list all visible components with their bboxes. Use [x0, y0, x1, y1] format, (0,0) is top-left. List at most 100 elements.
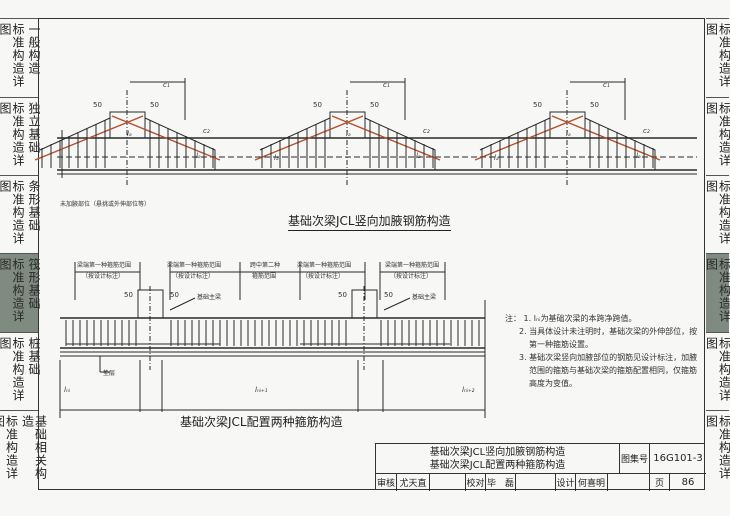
- tab-label: 标准构造详图: [0, 180, 25, 245]
- tab-category: 桩基础: [27, 337, 41, 376]
- notes-lead: 注：: [505, 314, 521, 323]
- dim-50: 50: [384, 291, 393, 299]
- haunch-outline: [259, 117, 331, 151]
- dim-50: 50: [338, 291, 347, 299]
- dim-c1: c₁: [603, 81, 610, 89]
- tab-label: 标准构造详图: [0, 258, 25, 323]
- dim-c2: c₂: [423, 127, 430, 135]
- dim-50: 50: [170, 291, 179, 299]
- right-tab[interactable]: 标准构造详图: [705, 253, 730, 332]
- tab-label: 标准构造详图: [0, 102, 25, 167]
- dim-50: 50: [370, 101, 379, 109]
- zone-end-label: 梁端第一种箍筋范围: [385, 261, 439, 269]
- haunch-rebar: [254, 115, 364, 161]
- left-tab[interactable]: 标准构造详图桩基础: [0, 332, 41, 410]
- tab-label: 标准构造详图: [704, 23, 730, 88]
- zone-end-note: （按设计标注）: [172, 272, 214, 280]
- reviewer: 尤天直: [396, 474, 429, 491]
- atlas-label: 图集号: [619, 444, 649, 473]
- reviewer-signature: [429, 474, 465, 491]
- dim-50: 50: [150, 101, 159, 109]
- tab-category: 基础相关构造: [20, 415, 48, 480]
- designer: 何喜明: [575, 474, 607, 491]
- dim-la: lₐ: [196, 152, 201, 160]
- dim-50: 50: [124, 291, 133, 299]
- dim-la: lₐ: [494, 154, 499, 162]
- dim-50: 50: [533, 101, 542, 109]
- dim-la: lₐ: [566, 130, 571, 138]
- right-tab[interactable]: 标准构造详图: [704, 332, 730, 410]
- drawing1-caption: 基础次梁JCL竖向加腋钢筋构造: [288, 212, 451, 231]
- drawing-labels: 未加腋部位（悬挑或外伸部位等） 50 50 50 50 50 50 c₁ c₁ …: [60, 81, 650, 394]
- span-label: lₙᵢ₊₁: [255, 386, 268, 394]
- haunch-rebar: [34, 115, 144, 161]
- zone-end-label: 梁端第一种箍筋范围: [167, 261, 221, 269]
- left-tab[interactable]: 标准构造详图基础相关构造: [0, 410, 48, 488]
- zone-end-note: （按设计标注）: [82, 272, 124, 280]
- dim-c1: c₁: [163, 81, 170, 89]
- dim-c2: c₂: [643, 127, 650, 135]
- haunch-rebar: [551, 115, 661, 161]
- dim-la: lₐ: [346, 130, 351, 138]
- signature-row: 审核 尤天直 校对 毕 磊 设计 何喜明 页 86: [376, 473, 706, 491]
- left-tab[interactable]: 标准构造详图筏形基础: [0, 253, 41, 332]
- dim-50: 50: [93, 101, 102, 109]
- right-tab[interactable]: 标准构造详图: [704, 97, 730, 175]
- tab-category: 独立基础: [27, 102, 41, 154]
- dim-50: 50: [590, 101, 599, 109]
- zone-end-note: （按设计标注）: [390, 272, 432, 280]
- tab-label: 标准构造详图: [704, 337, 730, 402]
- main-beam-label: 基础主梁: [412, 293, 436, 301]
- tab-label: 标准构造详图: [0, 415, 19, 480]
- left-tab[interactable]: 标准构造详图一般构造: [0, 18, 41, 97]
- page-number: 86: [669, 474, 706, 491]
- haunch-outline: [39, 117, 111, 151]
- dim-la: lₐ: [416, 152, 421, 160]
- note-item: 3. 基础次梁竖向加腋部位的钢筋见设计标注，加腋范围的箍筋与基础次梁的箍筋配置相…: [519, 353, 698, 388]
- dim-50: 50: [313, 101, 322, 109]
- drawing-stirrups: [59, 262, 486, 418]
- drawing-frame: [38, 18, 705, 490]
- checker-signature: [515, 474, 555, 491]
- checker: 毕 磊: [485, 474, 515, 491]
- note-item: 1. lₙᵢ为基础次梁的本跨净跨值。: [523, 314, 637, 323]
- zone-end-label: 梁端第一种箍筋范围: [297, 261, 351, 269]
- left-tab[interactable]: 标准构造详图条形基础: [0, 175, 41, 253]
- tab-label: 标准构造详图: [704, 180, 730, 245]
- design-label: 设计: [555, 474, 575, 491]
- zone-end-label: 梁端第一种箍筋范围: [77, 261, 131, 269]
- title-block: 基础次梁JCL竖向加腋钢筋构造 基础次梁JCL配置两种箍筋构造 图集号 16G1…: [375, 443, 706, 491]
- designer-signature: [607, 474, 649, 491]
- tab-label: 标准构造详图: [0, 337, 25, 402]
- main-beam-label: 基础主梁: [197, 293, 221, 301]
- span-label: lₙᵢ: [64, 386, 71, 394]
- zone-mid-label: 跨中第二种: [250, 261, 280, 269]
- atlas-number: 16G101-3: [649, 444, 706, 473]
- title-block-titles: 基础次梁JCL竖向加腋钢筋构造 基础次梁JCL配置两种箍筋构造: [376, 444, 619, 475]
- tab-category: 一般构造: [27, 23, 41, 75]
- tab-label: 标准构造详图: [704, 102, 730, 167]
- tab-label: 标准构造详图: [0, 23, 25, 88]
- drawing2-caption: 基础次梁JCL配置两种箍筋构造: [180, 415, 343, 429]
- tab-label: 标准构造详图: [704, 415, 730, 480]
- haunch-outline: [479, 117, 551, 151]
- right-tab[interactable]: 标准构造详图: [704, 410, 730, 488]
- span-label: lₙᵢ₊₂: [462, 386, 475, 394]
- haunch-rebar: [111, 115, 221, 161]
- right-tab[interactable]: 标准构造详图: [704, 18, 730, 97]
- notes: 注： 1. lₙᵢ为基础次梁的本跨净跨值。 2. 当具体设计未注明时，基础次梁的…: [505, 312, 700, 390]
- zone-end-note: （按设计标注）: [302, 272, 344, 280]
- haunch-rebar: [331, 115, 441, 161]
- unhaunched-note: 未加腋部位（悬挑或外伸部位等）: [60, 200, 150, 208]
- review-label: 审核: [376, 479, 395, 489]
- cushion-label: 垫层: [103, 369, 115, 377]
- zone-mid-label: 箍筋范围: [252, 272, 276, 280]
- title-1: 基础次梁JCL竖向加腋钢筋构造: [429, 447, 566, 458]
- right-tab[interactable]: 标准构造详图: [704, 175, 730, 253]
- tab-category: 筏形基础: [27, 258, 41, 310]
- dim-la: lₐ: [127, 130, 132, 138]
- left-tab[interactable]: 标准构造详图独立基础: [0, 97, 41, 175]
- dim-c1: c₁: [383, 81, 390, 89]
- dim-la: lₐ: [636, 152, 641, 160]
